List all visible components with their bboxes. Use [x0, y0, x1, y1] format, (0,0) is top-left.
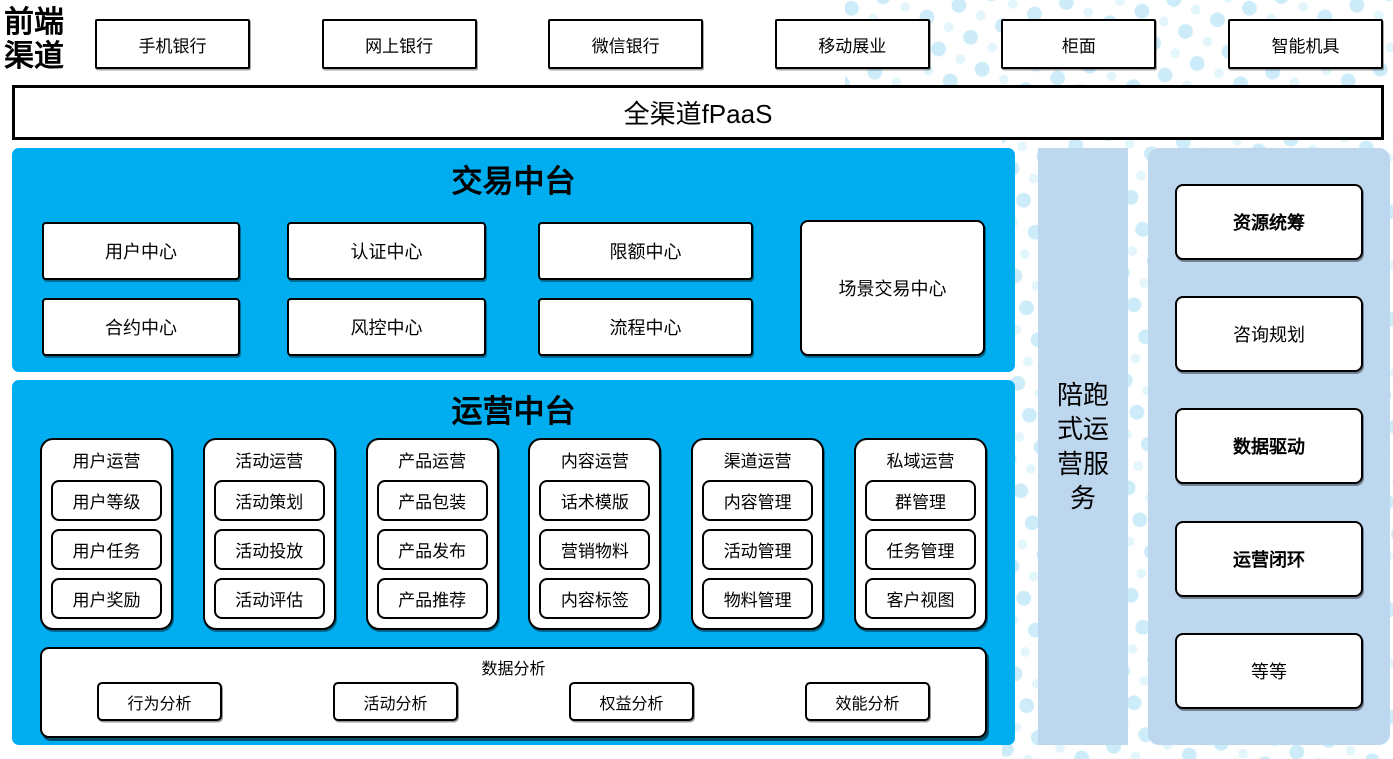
- data-analysis-items: 行为分析 活动分析 权益分析 效能分析: [97, 682, 930, 721]
- channel-smart-devices: 智能机具: [1227, 19, 1383, 69]
- side-bar-line: 式运: [1056, 414, 1109, 445]
- channel-mobile-sales: 移动展业: [774, 19, 930, 69]
- group-header: 用户运营: [72, 452, 141, 471]
- trade-platform-panel: 交易中台 用户中心 认证中心 限额中心 合约中心 风控中心 流程中心 场景交易中…: [12, 148, 1015, 372]
- box-process-center: 流程中心: [538, 298, 753, 356]
- box-user-task: 用户任务: [51, 529, 162, 570]
- channel-counter: 柜面: [1001, 19, 1157, 69]
- front-channels-label-line2: 渠道: [4, 39, 64, 73]
- box-customer-view: 客户视图: [864, 578, 976, 619]
- group-user-operation: 用户运营 用户等级 用户任务 用户奖励: [40, 438, 173, 630]
- group-header: 私域运营: [886, 452, 955, 471]
- group-activity-operation: 活动运营 活动策划 活动投放 活动评估: [202, 438, 336, 630]
- box-user-level: 用户等级: [51, 480, 162, 521]
- box-group-management: 群管理: [864, 480, 976, 521]
- side-bar-line: 务: [1069, 482, 1096, 513]
- box-consulting-planning: 咨询规划: [1175, 296, 1363, 373]
- operations-platform-panel: 运营中台 用户运营 用户等级 用户任务 用户奖励 活动运营 活动策划 活动投放 …: [12, 380, 1015, 745]
- data-analysis-title: 数据分析: [481, 661, 546, 678]
- box-marketing-material: 营销物料: [539, 529, 651, 570]
- group-content-operation: 内容运营 话术模版 营销物料 内容标签: [528, 438, 662, 630]
- side-bar-line: 陪跑: [1056, 379, 1109, 410]
- box-activity-evaluation: 活动评估: [213, 578, 325, 619]
- box-scene-trade-center: 场景交易中心: [800, 220, 985, 356]
- box-risk-center: 风控中心: [287, 298, 486, 356]
- group-channel-operation: 渠道运营 内容管理 活动管理 物料管理: [691, 438, 825, 630]
- box-task-management: 任务管理: [864, 529, 976, 570]
- group-private-domain-operation: 私域运营 群管理 任务管理 客户视图: [853, 438, 987, 630]
- box-behavior-analysis: 行为分析: [97, 682, 222, 721]
- service-capability-panel: 资源统筹 咨询规划 数据驱动 运营闭环 等等: [1148, 148, 1390, 745]
- box-rights-analysis: 权益分析: [569, 682, 694, 721]
- box-operation-closed-loop: 运营闭环: [1175, 520, 1363, 597]
- operation-groups-row: 用户运营 用户等级 用户任务 用户奖励 活动运营 活动策划 活动投放 活动评估 …: [40, 438, 987, 630]
- box-user-reward: 用户奖励: [51, 578, 162, 619]
- group-header: 产品运营: [398, 452, 467, 471]
- box-etc: 等等: [1175, 632, 1363, 709]
- box-content-management: 内容管理: [702, 480, 814, 521]
- box-contract-center: 合约中心: [42, 298, 240, 356]
- box-script-template: 话术模版: [539, 480, 651, 521]
- box-activity-analysis: 活动分析: [333, 682, 458, 721]
- front-channels-label: 前端 渠道: [4, 6, 92, 73]
- group-header: 内容运营: [560, 452, 629, 471]
- operations-platform-title: 运营中台: [451, 394, 576, 429]
- box-auth-center: 认证中心: [287, 222, 486, 280]
- box-resource-coordination: 资源统筹: [1175, 184, 1363, 261]
- data-analysis-strip: 数据分析 行为分析 活动分析 权益分析 效能分析: [40, 647, 987, 738]
- channel-mobile-banking: 手机银行: [95, 19, 250, 69]
- group-header: 活动运营: [235, 452, 304, 471]
- accompanying-operation-service-bar: 陪跑 式运 营服 务: [1038, 148, 1128, 745]
- box-limit-center: 限额中心: [538, 222, 753, 280]
- trade-platform-title: 交易中台: [451, 164, 576, 199]
- front-channels-label-line1: 前端: [4, 6, 64, 39]
- omni-channel-fpaas-bar: 全渠道fPaaS: [12, 85, 1384, 140]
- box-product-release: 产品发布: [376, 529, 488, 570]
- box-activity-management: 活动管理: [702, 529, 814, 570]
- box-content-tag: 内容标签: [539, 578, 651, 619]
- channel-wechat-banking: 微信银行: [548, 19, 704, 69]
- box-data-driven: 数据驱动: [1175, 408, 1363, 485]
- box-activity-planning: 活动策划: [213, 480, 325, 521]
- group-header: 渠道运营: [723, 452, 792, 471]
- box-material-management: 物料管理: [702, 578, 814, 619]
- side-bar-line: 营服: [1056, 448, 1109, 479]
- group-product-operation: 产品运营 产品包装 产品发布 产品推荐: [365, 438, 499, 630]
- box-product-recommendation: 产品推荐: [376, 578, 488, 619]
- channel-online-banking: 网上银行: [321, 19, 477, 69]
- box-activity-delivery: 活动投放: [213, 529, 325, 570]
- box-user-center: 用户中心: [42, 222, 240, 280]
- box-efficiency-analysis: 效能分析: [805, 682, 930, 721]
- front-channels-row: 手机银行 网上银行 微信银行 移动展业 柜面 智能机具: [95, 19, 1383, 69]
- box-product-packaging: 产品包装: [376, 480, 488, 521]
